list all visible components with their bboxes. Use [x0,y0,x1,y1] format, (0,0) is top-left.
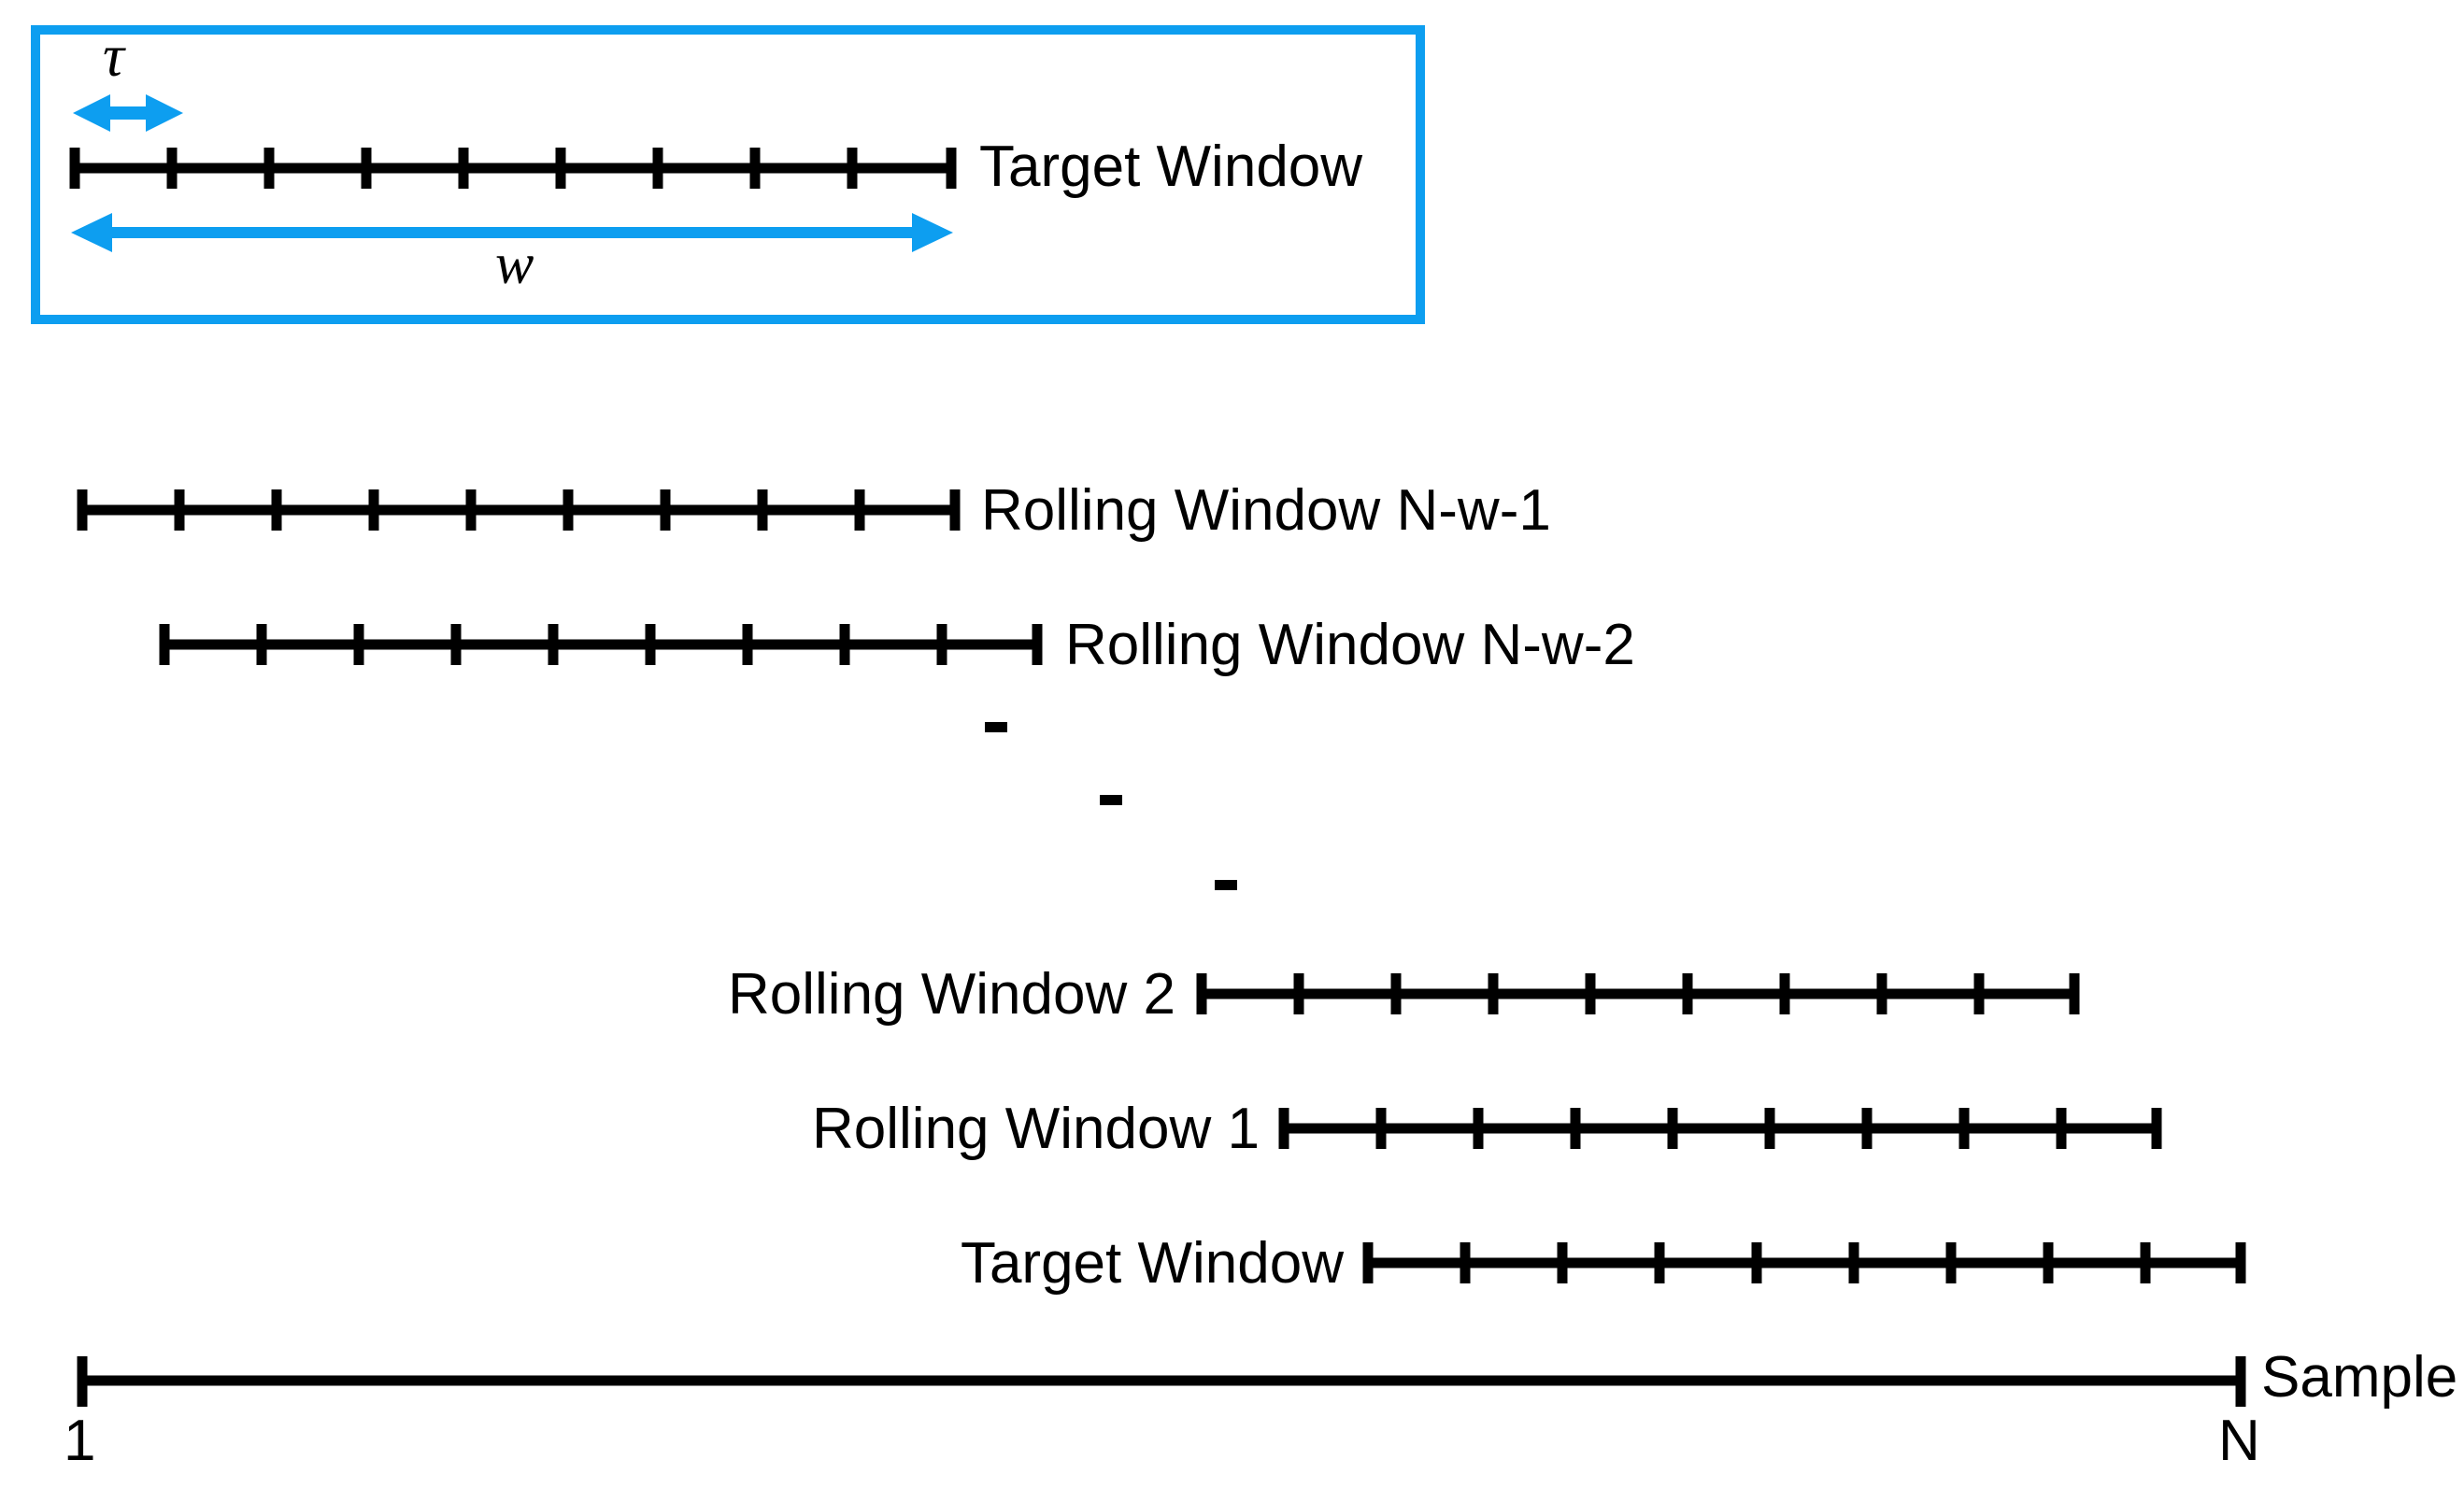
ellipsis-dash [1100,795,1122,805]
ellipsis-dash [985,722,1007,732]
row-line-rolling-n-w-1 [77,489,961,531]
callout-box-border [31,25,1425,324]
tau-label: τ [103,22,124,89]
row-line-rolling-2 [1196,973,2080,1014]
row-line-target [1362,1242,2246,1283]
row-label-rolling-1: Rolling Window 1 [812,1097,1260,1161]
ellipsis-dash [1215,880,1237,890]
axis-label-sample: Sample [2261,1345,2458,1410]
callout-target-window-label: Target Window [979,135,1363,199]
row-line-rolling-n-w-2 [159,624,1043,665]
tau-double-arrow [73,94,183,132]
w-double-arrow [71,213,953,252]
row-label-rolling-n-w-1: Rolling Window N-w-1 [981,478,1551,543]
row-label-rolling-n-w-2: Rolling Window N-w-2 [1065,613,1635,677]
w-label: w [495,233,534,296]
sample-axis [77,1356,2246,1407]
row-line-rolling-1 [1278,1108,2162,1149]
row-label-target: Target Window [960,1231,1344,1296]
axis-end-tick-label: N [2218,1409,2260,1473]
ellipsis-dashes [985,722,1237,890]
row-label-rolling-2: Rolling Window 2 [728,962,1175,1027]
callout-tick-ruler [69,148,957,189]
axis-start-tick-label: 1 [64,1409,96,1473]
